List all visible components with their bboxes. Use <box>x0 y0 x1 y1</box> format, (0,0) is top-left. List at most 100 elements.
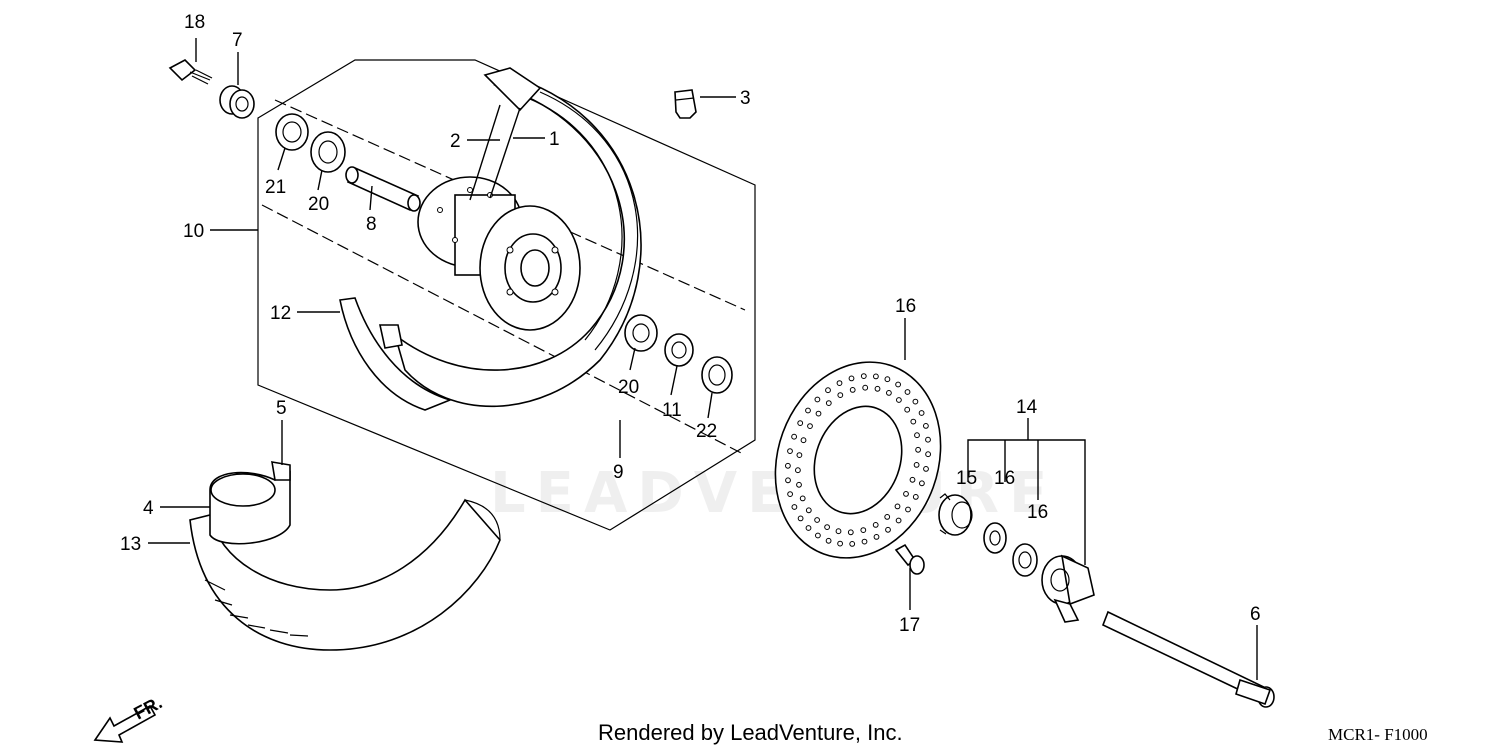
washer-16-a <box>983 522 1007 554</box>
diagram-code: MCR1- F1000 <box>1328 725 1428 744</box>
disc-hole <box>873 534 880 540</box>
disc-hole <box>872 522 879 528</box>
disc-hole <box>825 400 832 407</box>
disc-hole <box>905 506 911 513</box>
callout-14: 14 <box>1016 397 1038 418</box>
front-direction-arrow: FR. <box>93 692 165 743</box>
disc-hole <box>800 437 807 444</box>
callout-6: 6 <box>1250 604 1261 625</box>
disc-hole <box>913 462 920 468</box>
disc-hole <box>797 515 804 522</box>
disc-hole <box>895 517 902 524</box>
callout-1: 1 <box>549 129 560 150</box>
disc-hole <box>918 410 925 416</box>
callout-16-b: 16 <box>1027 502 1048 523</box>
callout-16-a: 16 <box>994 468 1015 489</box>
disc-hole <box>909 476 916 483</box>
disc-hole <box>860 527 867 533</box>
disc-hole <box>836 380 843 387</box>
disc-hole <box>815 410 822 417</box>
callout-12: 12 <box>270 303 291 324</box>
callout-10: 10 <box>183 221 204 242</box>
distance-collar-8 <box>345 166 421 212</box>
disc-hole <box>862 384 869 391</box>
bearing-20-upper <box>310 131 346 173</box>
disc-hole <box>787 491 793 498</box>
bearing-20-lower <box>624 314 658 352</box>
callout-15: 15 <box>956 468 977 489</box>
disc-hole <box>814 517 820 523</box>
disc-hole <box>799 495 806 502</box>
disc-hole <box>903 491 909 497</box>
spokes <box>469 104 521 201</box>
disc-hole <box>849 387 856 393</box>
disc-hole <box>795 467 801 474</box>
disc-hole <box>861 538 868 545</box>
disc-hole <box>837 392 844 399</box>
callout-7: 7 <box>232 30 243 51</box>
dust-seal-22 <box>701 356 733 394</box>
washer-16-b <box>1012 543 1038 577</box>
valve-cap <box>674 89 697 119</box>
callout-8: 8 <box>366 214 377 235</box>
disc-hole <box>925 436 931 443</box>
disc-hole <box>912 398 919 405</box>
disc-hole <box>860 373 867 380</box>
disc-hole <box>796 481 802 488</box>
disc-hole <box>805 525 812 531</box>
disc-hole <box>824 524 830 530</box>
callout-13: 13 <box>120 534 141 555</box>
disc-hole <box>805 507 812 514</box>
wheel-rim <box>339 67 642 411</box>
callout-21: 21 <box>265 177 286 198</box>
disc-hole <box>884 376 891 383</box>
bolt-19 <box>168 59 213 85</box>
disc-hole <box>873 373 879 380</box>
speedometer-gear-15 <box>938 493 973 536</box>
disc-hole <box>815 532 821 539</box>
callout-19: 18 <box>184 12 205 33</box>
disc-hole <box>886 390 892 396</box>
disc-hole <box>837 540 843 547</box>
disc-hole <box>814 396 821 403</box>
disc-hole <box>825 537 832 544</box>
disc-holes <box>785 373 931 547</box>
disc-hole <box>895 381 901 388</box>
disc-hole <box>915 446 921 453</box>
disc-hole <box>896 397 902 403</box>
callout-20-lower: 20 <box>618 377 639 398</box>
tube-4 <box>209 461 291 545</box>
callouts: 18 7 3 2 1 21 20 8 10 12 16 20 5 11 14 2… <box>120 12 1261 636</box>
disc-hole <box>923 466 929 472</box>
retainer-11 <box>664 333 694 367</box>
axle-6 <box>1101 610 1275 708</box>
disc-hole <box>785 462 791 469</box>
disc-hole <box>884 514 891 520</box>
disc-hole <box>797 420 804 427</box>
disc-hole <box>849 541 856 547</box>
collar-7 <box>219 85 255 119</box>
tyre-13 <box>189 498 501 651</box>
hub <box>417 176 581 331</box>
disc-hole <box>825 387 831 394</box>
callout-11: 11 <box>662 400 682 421</box>
callout-18: 17 <box>899 615 920 636</box>
disc-hole <box>925 451 931 458</box>
disc-hole <box>807 423 813 430</box>
callout-5: 5 <box>276 398 287 419</box>
disc-hole <box>791 433 797 440</box>
disc-hole <box>894 503 901 510</box>
callout-22: 22 <box>696 421 717 442</box>
disc-hole <box>805 407 811 414</box>
callout-2: 2 <box>450 131 461 152</box>
disc-hole <box>910 418 917 425</box>
disc-hole <box>885 526 891 533</box>
disc-hole <box>912 494 919 500</box>
disc-hole <box>914 432 920 439</box>
disc-hole <box>919 480 925 487</box>
disc-hole <box>787 448 793 455</box>
oil-seal-21 <box>275 113 309 151</box>
callout-9: 9 <box>613 462 624 483</box>
callout-3: 3 <box>740 88 751 109</box>
callout-4: 4 <box>143 498 154 519</box>
